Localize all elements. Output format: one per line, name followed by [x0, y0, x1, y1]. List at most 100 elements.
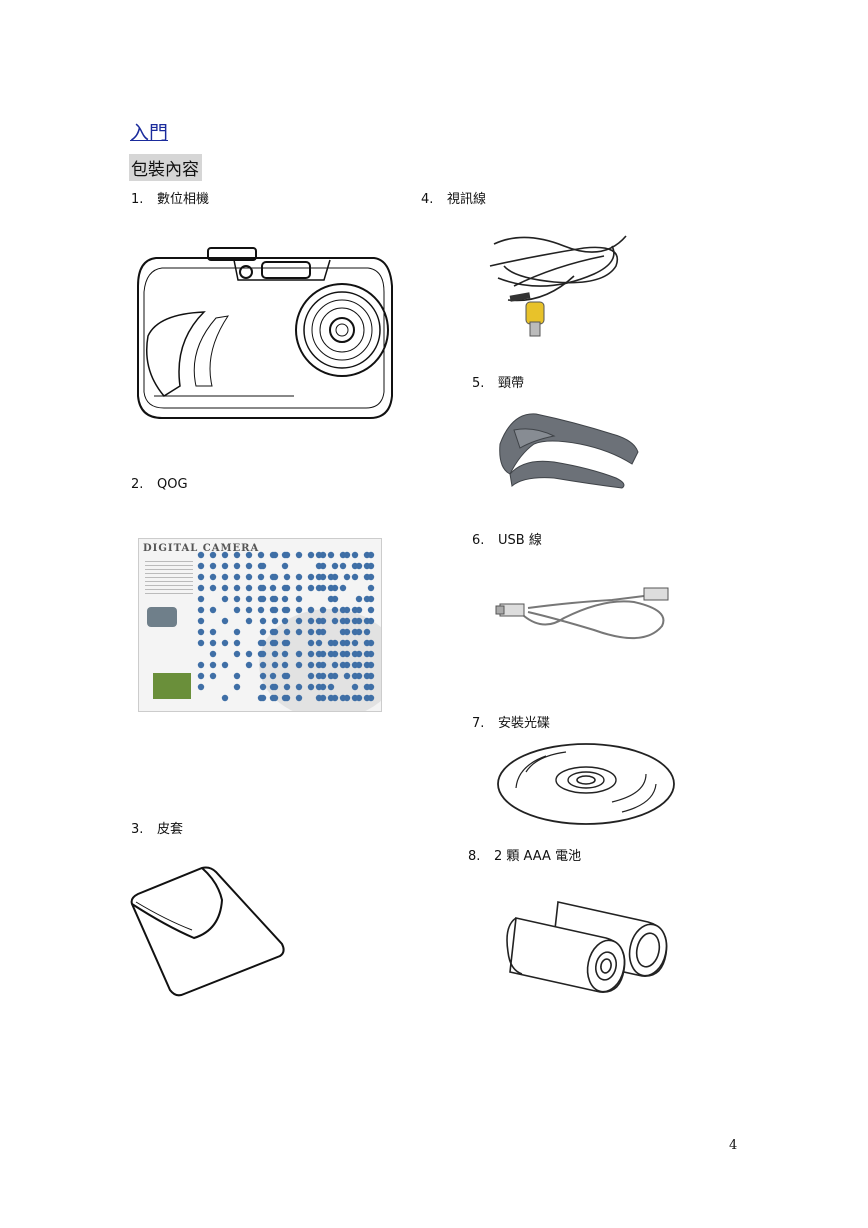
qog-icon-dot [344, 574, 350, 580]
qog-icon-dot [340, 640, 346, 646]
qog-icon-dot [340, 695, 346, 701]
qog-icon-dot [272, 629, 278, 635]
qog-icon-dot [316, 662, 322, 668]
qog-icon-dot [296, 651, 302, 657]
item-number: 5. [472, 376, 498, 391]
qog-icon-dot [308, 574, 314, 580]
qog-icon-dot [364, 552, 370, 558]
qog-icon-dot [210, 640, 216, 646]
qog-icon-dot [284, 640, 290, 646]
qog-icon-dot [198, 629, 204, 635]
qog-icon-dot [364, 651, 370, 657]
qog-icon-dot [234, 563, 240, 569]
qog-icon-dot [234, 596, 240, 602]
item-number: 8. [468, 849, 494, 864]
qog-icon-dot [272, 574, 278, 580]
qog-icon-dot [282, 651, 288, 657]
item-number: 6. [472, 533, 498, 548]
qog-icon-dot [364, 662, 370, 668]
qog-icon-dot [272, 651, 278, 657]
qog-icon-dot [210, 585, 216, 591]
qog-icon-dot [210, 673, 216, 679]
qog-icon-dot [272, 552, 278, 558]
qog-icon-dot [364, 673, 370, 679]
qog-icon-dot [316, 618, 322, 624]
qog-icon-dot [198, 684, 204, 690]
qog-icon-dot [316, 552, 322, 558]
item-qog: 2.QOG [131, 477, 188, 492]
qog-icon-dot [328, 574, 334, 580]
qog-icon-dot [260, 640, 266, 646]
qog-icon-dot [272, 662, 278, 668]
qog-icon-dot [222, 695, 228, 701]
qog-icon-dot [282, 563, 288, 569]
qog-icon-dot [296, 662, 302, 668]
item-number: 2. [131, 477, 157, 492]
qog-icon-dot [198, 662, 204, 668]
qog-icon-dot [308, 607, 314, 613]
qog-icon-dot [260, 585, 266, 591]
qog-icon-dot [210, 651, 216, 657]
page-number: 4 [729, 1138, 737, 1153]
qog-icon-dot [258, 607, 264, 613]
section-subheading: 包裝內容 [129, 154, 202, 181]
qog-icon-dot [284, 673, 290, 679]
qog-icon-dot [328, 695, 334, 701]
qog-icon-dot [284, 574, 290, 580]
video-cable-illustration [484, 226, 634, 340]
neck-strap-illustration [494, 404, 642, 490]
qog-icon-dot [364, 618, 370, 624]
qog-icon-dot [364, 684, 370, 690]
qog-icon-dot [198, 585, 204, 591]
qog-icon-dot [328, 552, 334, 558]
qog-icon-dot [198, 618, 204, 624]
qog-card-illustration: DIGITAL CAMERA [138, 538, 382, 712]
qog-icon-dot [296, 585, 302, 591]
qog-icon-dot [328, 585, 334, 591]
qog-icon-dot [272, 618, 278, 624]
item-label: 視訊線 [447, 192, 486, 207]
item-install-cd: 7.安裝光碟 [472, 712, 550, 731]
item-number: 4. [421, 192, 447, 207]
qog-icon-dot [308, 552, 314, 558]
qog-icon-dot [210, 552, 216, 558]
qog-icon-dot [222, 640, 228, 646]
qog-icon-dot [332, 618, 338, 624]
qog-icon-dot [222, 552, 228, 558]
qog-icon-dot [296, 552, 302, 558]
qog-icon-dot [316, 684, 322, 690]
item-batteries: 8.2 顆 AAA 電池 [468, 845, 581, 864]
qog-icon-dot [296, 629, 302, 635]
qog-icon-dot [316, 585, 322, 591]
qog-icon-dot [272, 607, 278, 613]
qog-icon-dot [320, 607, 326, 613]
qog-icon-dot [364, 574, 370, 580]
qog-icon-dot [316, 695, 322, 701]
qog-icon-dot [234, 585, 240, 591]
qog-icon-dot [210, 563, 216, 569]
qog-card-sample-photo [153, 673, 191, 699]
item-number: 7. [472, 716, 498, 731]
qog-icon-dot [352, 563, 358, 569]
qog-icon-dot [234, 673, 240, 679]
item-label: QOG [157, 477, 188, 492]
qog-icon-dot [332, 607, 338, 613]
qog-icon-dot [198, 574, 204, 580]
batteries-illustration [508, 896, 674, 996]
qog-icon-dot [282, 596, 288, 602]
qog-icon-dot [222, 574, 228, 580]
qog-icon-dot [210, 662, 216, 668]
qog-icon-dot [344, 673, 350, 679]
item-case: 3.皮套 [131, 818, 183, 837]
qog-icon-dot [328, 640, 334, 646]
camera-illustration [134, 246, 396, 424]
qog-icon-dot [296, 607, 302, 613]
qog-icon-dot [340, 651, 346, 657]
qog-icon-dot [272, 684, 278, 690]
qog-icon-dot [222, 662, 228, 668]
qog-icon-dot [246, 596, 252, 602]
qog-icon-dot [364, 629, 370, 635]
qog-icon-dot [246, 607, 252, 613]
qog-icon-dot [340, 629, 346, 635]
qog-icon-dot [340, 552, 346, 558]
